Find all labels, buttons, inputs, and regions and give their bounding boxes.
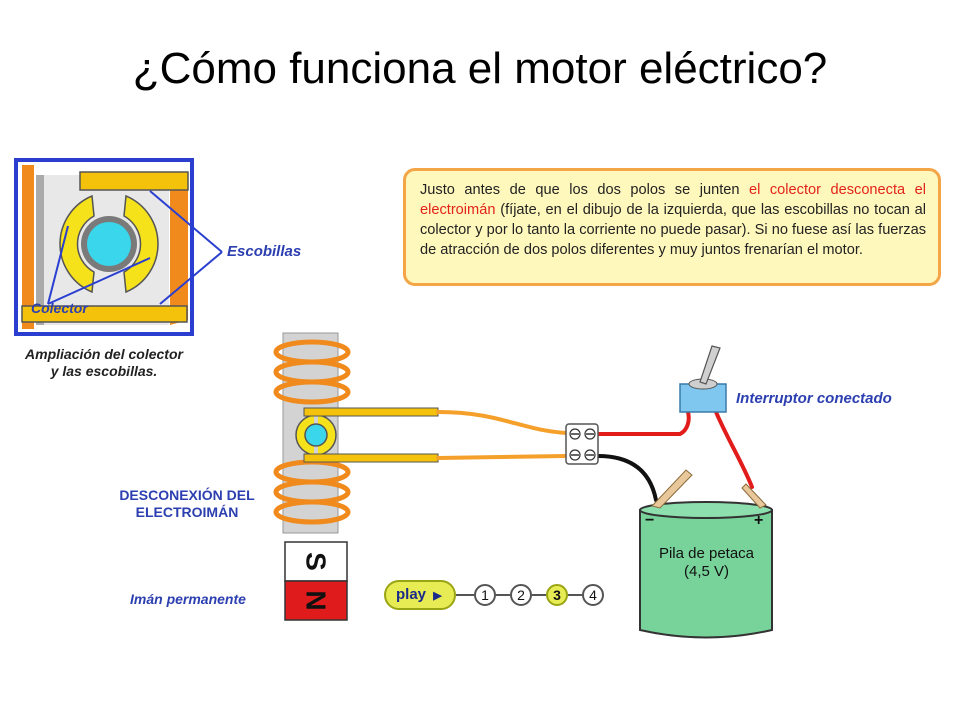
battery-body [639,509,773,639]
switch-lever [699,345,721,385]
page-title: ¿Cómo funciona el motor eléctrico? [132,44,828,93]
label-desconexion: DESCONEXIÓN DEL ELECTROIMÁN [100,487,274,521]
wire-red-switch [596,410,691,436]
commutator-right-half [123,194,159,294]
label-ampliacion-line2: y las escobillas. [50,363,158,379]
zoom-inset [14,158,223,336]
label-escobillas: Escobillas [227,243,302,260]
battery-label-line2: (4,5 V) [683,563,729,580]
label-interruptor: Interruptor conectado [736,390,892,407]
label-iman-permanente: Imán permanente [130,591,246,607]
label-desconexion-line1: DESCONEXIÓN DEL [119,487,255,503]
brush-rod-top [303,407,439,417]
magnet-n-label: N [300,590,332,611]
pointer-escobillas-top [149,190,223,253]
commutator-left-half [59,194,95,294]
pointer-colector-left [47,225,69,305]
magnet-s-pole [284,541,348,582]
label-ampliacion-line1: Ampliación del colector [25,346,183,362]
battery-top [639,501,773,519]
electromagnet [273,332,439,534]
note-text-2: (fíjate, en el dibujo de la izquierda, q… [420,202,926,258]
permanent-magnet [284,541,348,621]
label-desconexion-line2: ELECTROIMÁN [135,504,239,520]
switch [679,345,727,413]
brush-bottom [21,305,188,323]
note-text-1: Justo antes de que los dos polos se junt… [420,182,750,198]
battery [639,469,773,639]
inset-coil-strip [22,165,34,329]
wire-black [596,454,658,502]
brush-top [79,171,189,191]
explanation-note: Justo antes de que los dos polos se junt… [403,168,941,286]
play-button-label: play [396,586,427,603]
pointer-colector-right [47,257,151,305]
step-button-4[interactable]: 4 [582,584,604,606]
brush-rod-bottom [303,453,439,463]
wires [436,410,754,502]
shaft [87,222,131,266]
wire-red-battery [714,410,754,489]
wire-orange-bottom [436,454,568,460]
label-ampliacion: Ampliación del colector y las escobillas… [10,346,198,380]
step-button-1[interactable]: 1 [474,584,496,606]
play-button[interactable]: play ▶ [384,580,456,610]
wire-orange-top [436,410,568,435]
note-highlight: el colector desconecta el electroimán [420,182,927,218]
battery-label-line1: Pila de petaca [658,545,755,562]
play-icon: ▶ [433,590,442,602]
battery-terminal-minus [651,469,693,509]
label-colector: Colector [31,300,88,316]
inset-core-edge [36,175,44,325]
pointer-escobillas-bottom [159,251,223,305]
battery-plus-label: + [754,512,764,529]
battery-label: Pila de petaca (4,5 V) [640,545,773,581]
terminal-block [565,423,599,465]
magnet-n-pole [284,580,348,621]
battery-terminal-plus [741,483,767,509]
battery-minus-label: − [645,512,655,529]
step-button-2[interactable]: 2 [510,584,532,606]
upper-coil [273,339,351,405]
inset-coil-right [170,172,188,325]
step-button-3[interactable]: 3 [546,584,568,606]
small-shaft [304,423,328,447]
